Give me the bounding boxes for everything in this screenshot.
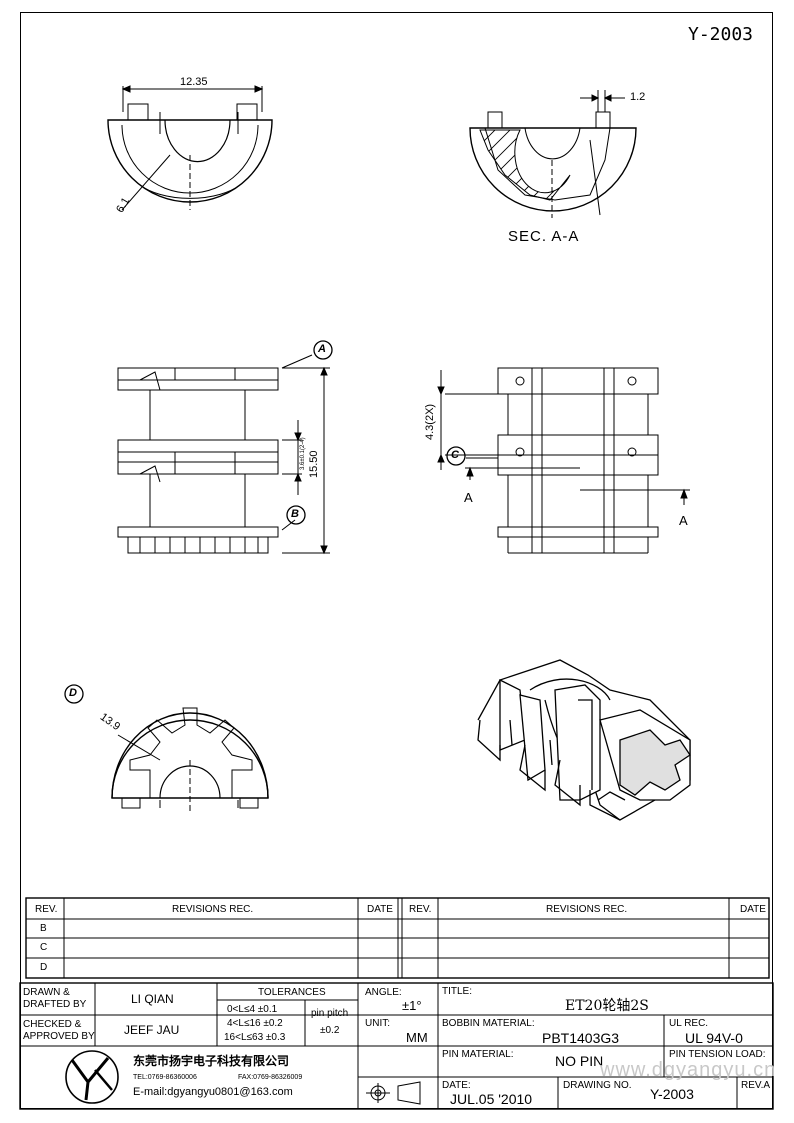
date-label: DATE: (442, 1080, 471, 1091)
tolerance-2: 4<L≤16 ±0.2 (227, 1018, 283, 1029)
watermark: www.dgyangyu.cn (600, 1059, 777, 1081)
section-label: SEC. A-A (508, 228, 580, 245)
section-view (469, 90, 637, 218)
top-view (107, 85, 273, 211)
revisions-col-header-left: REVISIONS REC. (172, 904, 254, 915)
unit-label: UNIT: (365, 1018, 390, 1029)
company-email: E-mail:dgyangyu0801@163.com (133, 1086, 293, 1098)
drawing-no-label: DRAWING NO. (563, 1080, 632, 1091)
drawn-value: LI QIAN (131, 992, 174, 1006)
company-fax: FAX:0769-86326009 (238, 1074, 303, 1081)
front-view (117, 354, 330, 555)
titleblock-grid (19, 897, 774, 1110)
checked-value: JEEF JAU (124, 1023, 180, 1037)
drawing-code-top: Y-2003 (688, 24, 754, 45)
dim-pitch: 3.6±0.1(2-4) (300, 437, 306, 470)
isometric-view (477, 659, 691, 821)
tolerance-1: 0<L≤4 ±0.1 (227, 1004, 278, 1015)
circle-label-a: A (318, 343, 326, 355)
rev-col-header-left: REV. (35, 904, 58, 915)
date-col-header-right: DATE (740, 904, 766, 915)
section-arrow-left: A (464, 490, 473, 505)
circle-label-d: D (69, 687, 77, 699)
company-tel: TEL:0769-86360006 (133, 1074, 197, 1081)
side-view (437, 367, 690, 554)
drawn-label: DRAWN & DRAFTED BY (23, 987, 87, 1010)
ul-rec-value: UL 94V-0 (685, 1030, 743, 1046)
circle-label-b: B (291, 508, 299, 520)
ul-rec-label: UL REC. (669, 1018, 709, 1029)
drawing-no-value: Y-2003 (650, 1086, 694, 1102)
section-arrow-right: A (679, 513, 688, 528)
angle-label: ANGLE: (365, 987, 402, 998)
date-col-header-left: DATE (367, 904, 393, 915)
rev-col-header-right: REV. (409, 904, 432, 915)
date-value: JUL.05 '2010 (450, 1091, 533, 1107)
dim-height: 15.50 (308, 450, 320, 478)
company-name: 东莞市扬宇电子科技有限公司 (133, 1054, 290, 1068)
angle-value: ±1° (402, 998, 422, 1013)
tolerance-3: 16<L≤63 ±0.3 (224, 1032, 286, 1043)
revisions-col-header-right: REVISIONS REC. (546, 904, 628, 915)
circle-labels (64, 340, 466, 704)
pin-pitch-value: ±0.2 (320, 1025, 340, 1036)
gear-end-view (111, 707, 269, 812)
revision-value: REV.A (741, 1080, 771, 1091)
title-label: TITLE: (442, 986, 473, 997)
tolerances-label: TOLERANCES (258, 987, 326, 998)
unit-value: MM (406, 1030, 428, 1045)
rev-row-d: D (40, 962, 48, 973)
title-value: ET20轮轴2S (565, 998, 649, 1014)
bobbin-material-value: PBT1403G3 (542, 1030, 620, 1046)
checked-label: CHECKED & APPROVED BY (23, 1019, 95, 1042)
bobbin-material-label: BOBBIN MATERIAL: (442, 1018, 535, 1029)
rev-row-b: B (40, 923, 47, 934)
circle-label-c: C (451, 449, 459, 461)
pin-tension-label: PIN TENSION LOAD: (669, 1049, 766, 1060)
dim-top-width: 12.35 (180, 76, 208, 88)
rev-row-c: C (40, 942, 48, 953)
pin-material-label: PIN MATERIAL: (442, 1049, 514, 1060)
pin-material-value: NO PIN (555, 1053, 604, 1069)
dim-slot: 4.3(2X) (424, 403, 436, 440)
dim-sec-width: 1.2 (630, 91, 646, 103)
pin-pitch-label: pin pitch (311, 1008, 349, 1019)
